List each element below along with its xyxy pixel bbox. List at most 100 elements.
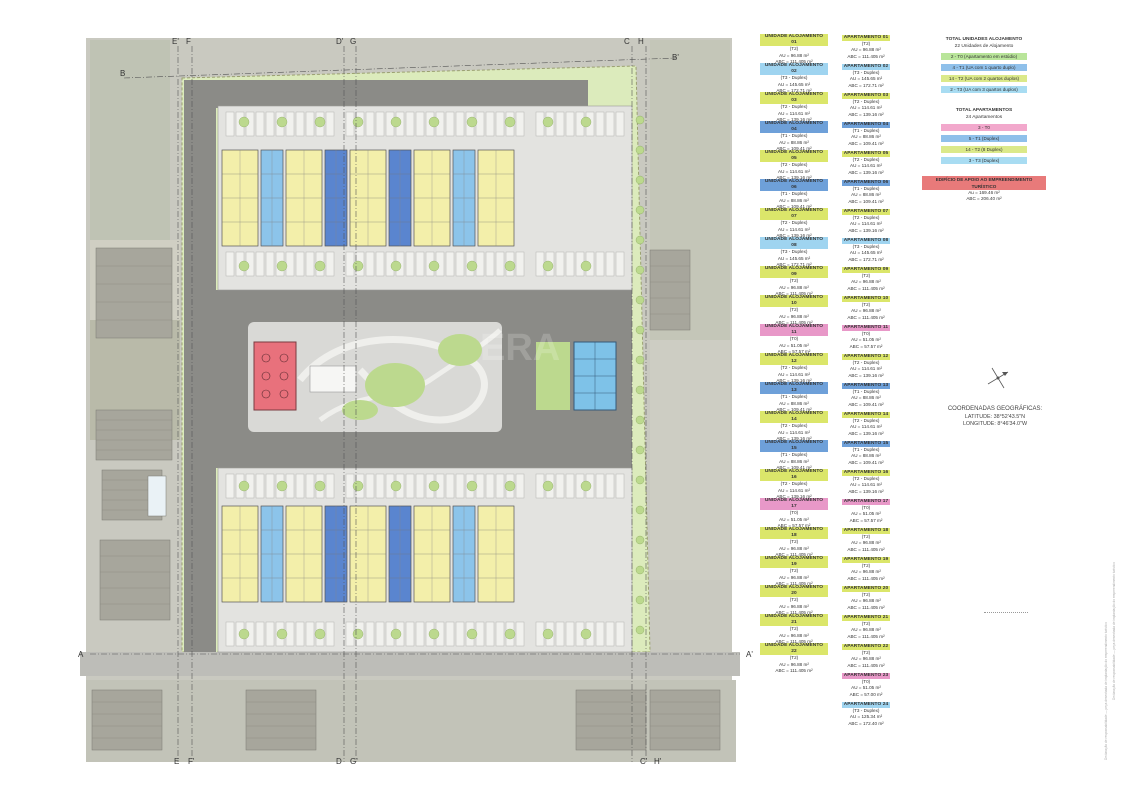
parking-space [595, 473, 605, 499]
unit-entry-apartment: APARTAMENTO 16(T2 - Duplex)AU = 114.61 m… [832, 469, 900, 495]
tree [238, 260, 250, 272]
unit-abc: ABC = 172.71 m² [776, 261, 812, 267]
section-line [123, 57, 677, 79]
plaza-paths [297, 328, 502, 424]
section-label-a-prime: A' [746, 650, 753, 659]
total-units-title: TOTAL UNIDADES ALOJAMENTO [945, 37, 1023, 42]
tree [466, 116, 478, 128]
coordinates-longitude: LONGITUDE: 8°46'34.0"W [962, 421, 1028, 427]
unit-title: UNIDADE ALOJAMENTO 17 [760, 498, 828, 511]
legend-chip: 3 - T0 [941, 124, 1027, 131]
parking-space [285, 473, 295, 499]
tree [635, 175, 645, 185]
total-units-subtitle: 22 Unidades de Alojamento [954, 44, 1014, 49]
parking-space [565, 621, 575, 647]
unit-abc: ABC = 172.71 m² [848, 82, 884, 88]
unit-abc: ABC = 111.405 m² [775, 290, 813, 296]
unit-au: AU = 96.88 m² [851, 598, 881, 604]
parking-space [365, 111, 375, 137]
unit-au: AU = 88.86 m² [851, 192, 881, 198]
unit-type: (T2) [861, 534, 871, 540]
unit-abc: ABC = 139.16 m² [848, 430, 884, 436]
parking-space [265, 111, 275, 137]
tree [504, 480, 516, 492]
tree [276, 628, 288, 640]
unit-title: UNIDADE ALOJAMENTO 02 [760, 63, 828, 76]
tree [635, 205, 645, 215]
unit-entry-accommodation: UNIDADE ALOJAMENTO 07(T2 - Duplex)AU = 1… [760, 208, 828, 239]
unit-entry-apartment: APARTAMENTO 04(T1 - Duplex)AU = 88.86 m²… [832, 121, 900, 147]
support-building-title: EDIFÍCIO DE APOIO AO EMPREENDIMENTO TURÍ… [922, 176, 1046, 190]
parking-space [485, 111, 495, 137]
section-label-h-top: H [638, 37, 644, 46]
unit-au: AU = 96.88 m² [851, 656, 881, 662]
parking-space [295, 251, 305, 277]
parking-space [375, 111, 385, 137]
tree [390, 480, 402, 492]
unit-au: AU = 88.86 m² [851, 395, 881, 401]
unit-title: UNIDADE ALOJAMENTO 06 [760, 179, 828, 192]
unit-type: (T2) [789, 307, 799, 313]
unit-abc: ABC = 109.41 m² [848, 140, 884, 146]
section-label-f-bottom: F' [188, 757, 195, 766]
unit-au: AU = 96.88 m² [851, 569, 881, 575]
unit-abc: ABC = 109.41 m² [776, 145, 812, 151]
unit-au: AU = 114.61 m² [778, 168, 810, 174]
unit-au: AU = 114.61 m² [850, 482, 882, 488]
unit-abc: ABC = 109.41 m² [848, 198, 884, 204]
divider-line [984, 612, 1028, 613]
unit-au: AU = 96.88 m² [779, 661, 809, 667]
unit-au: AU = 96.88 m² [851, 279, 881, 285]
unit-abc: ABC = 111.405 m² [775, 58, 813, 64]
table-icon [279, 389, 289, 399]
parking-space [375, 621, 385, 647]
tree [542, 628, 554, 640]
side-note-text-2: Declaração de responsabilidade — peça de… [1112, 562, 1116, 700]
unit-row: UNIDADE ALOJAMENTO 05(T2 - Duplex)AU = 1… [760, 150, 900, 206]
parking-space [615, 251, 625, 277]
parking-space [265, 473, 275, 499]
unit-au: AU = 114.61 m² [850, 221, 882, 227]
section-label-e-bottom: E [174, 757, 179, 766]
unit-au: AU = 96.88 m² [779, 632, 809, 638]
support-building [253, 341, 297, 411]
trees [238, 115, 645, 640]
unit-type: (T2) [789, 539, 799, 545]
tree [635, 325, 645, 335]
parking-space [595, 111, 605, 137]
unit-title: APARTAMENTO 04 [841, 122, 891, 129]
unit-au: AU = 96.88 m² [779, 603, 809, 609]
parking-space [325, 251, 335, 277]
tree [276, 480, 288, 492]
tree [352, 628, 364, 640]
unit-title: APARTAMENTO 23 [841, 673, 891, 680]
unit-entry-accommodation: UNIDADE ALOJAMENTO 08(T3 - Duplex)AU = 1… [760, 237, 828, 268]
tree [580, 116, 592, 128]
parking-space [475, 251, 485, 277]
unit-au: AU = 96.88 m² [779, 284, 809, 290]
tree [314, 628, 326, 640]
parking-space [285, 251, 295, 277]
legend-chip: 14 - T2 (UA com 2 quartos duplos) [941, 75, 1027, 82]
support-building-details [261, 353, 289, 399]
unit-title: UNIDADE ALOJAMENTO 04 [760, 121, 828, 134]
parking-space [305, 111, 315, 137]
unit-title: APARTAMENTO 16 [841, 470, 891, 477]
unit-entry-apartment: APARTAMENTO 03(T2 - Duplex)AU = 114.61 m… [832, 92, 900, 118]
neighbour-pool [147, 475, 167, 517]
unit-type: (T2 - Duplex) [852, 476, 880, 482]
tree [580, 628, 592, 640]
unit-au: AU = 88.86 m² [851, 134, 881, 140]
unit-abc: ABC = 109.41 m² [848, 401, 884, 407]
parking-space [365, 251, 375, 277]
unit-abc: ABC = 139.16 m² [776, 174, 812, 180]
neighbour-building [649, 249, 691, 331]
unit-type: (T1 - Duplex) [852, 186, 880, 192]
legend-chip: 5 - T1 (Duplex) [941, 135, 1027, 142]
unit-abc: ABC = 57.57 m² [777, 522, 811, 528]
tree [466, 260, 478, 272]
